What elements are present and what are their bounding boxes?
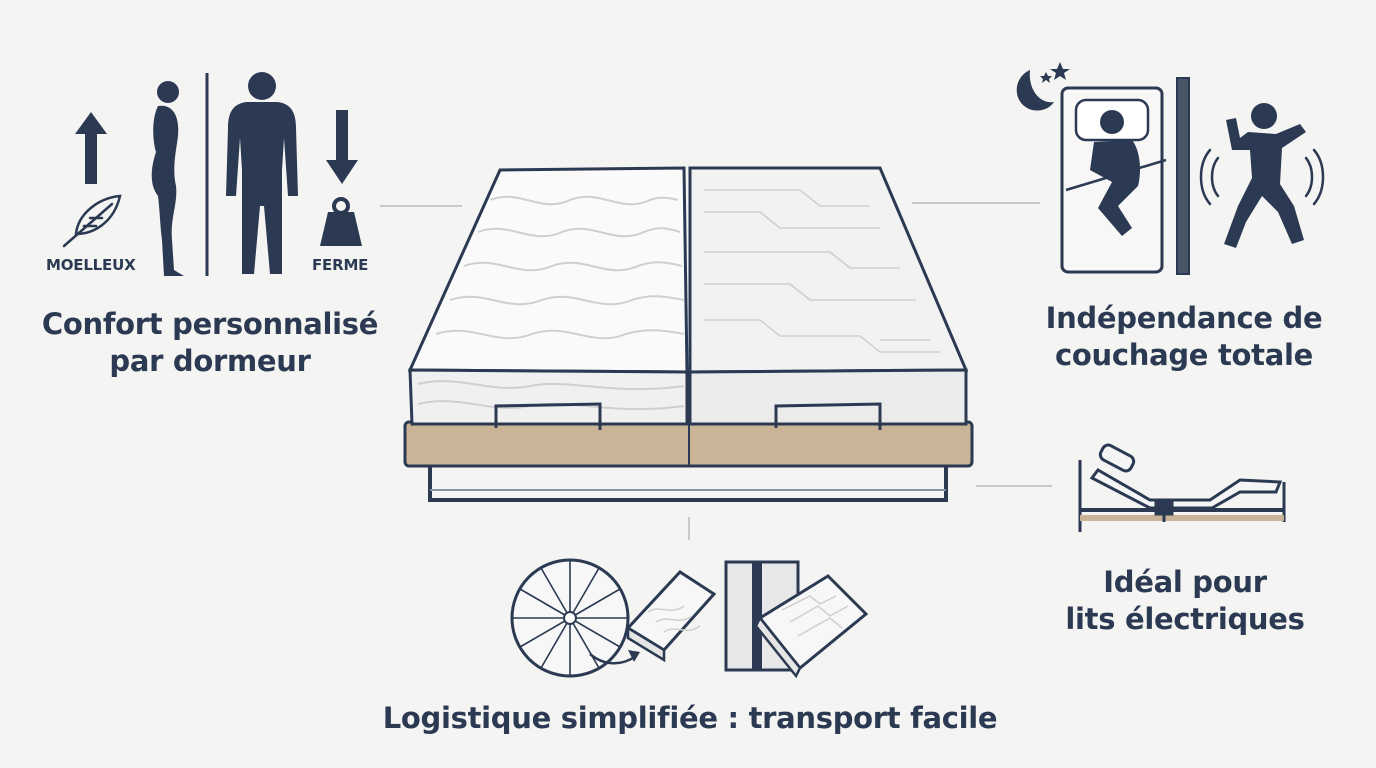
compact-mattress-icon [625,570,717,663]
bed-frame [403,420,974,502]
electric-caption: Idéal pour lits électriques [1040,564,1330,638]
independence-caption-line2: couchage totale [1054,338,1313,372]
comfort-caption-line1: Confort personnalisé [41,307,379,341]
logistics-caption: Logistique simplifiée : transport facile [382,701,998,735]
down-arrow-icon [326,110,358,184]
moon-stars-icon [1016,62,1070,111]
sleeping-person-icon [1060,86,1167,274]
left-mattress [407,166,689,430]
electric-caption-line2: lits électriques [1065,602,1305,636]
electric-caption-line1: Idéal pour [1103,565,1267,599]
comfort-caption-line2: par dormeur [109,344,311,378]
man-silhouette-icon [226,72,298,274]
boxed-mattress-icon [754,574,869,679]
rolled-mattress-icon [510,558,640,678]
soft-label: MOELLEUX [46,256,136,274]
connector-lines [380,202,1052,540]
independence-caption-line1: Indépendance de [1045,301,1323,335]
restless-person-icon [1199,103,1325,248]
independence-caption: Indépendance de couchage totale [1024,300,1344,374]
right-mattress [688,166,969,430]
firm-label: FERME [312,256,369,274]
comfort-caption: Confort personnalisé par dormeur [30,306,390,380]
separator-panel [1176,77,1190,275]
weight-icon [320,197,362,246]
feather-icon [62,194,122,248]
woman-silhouette-icon [151,81,184,276]
up-arrow-icon [75,112,107,184]
adjustable-bed-icon [1078,443,1286,532]
